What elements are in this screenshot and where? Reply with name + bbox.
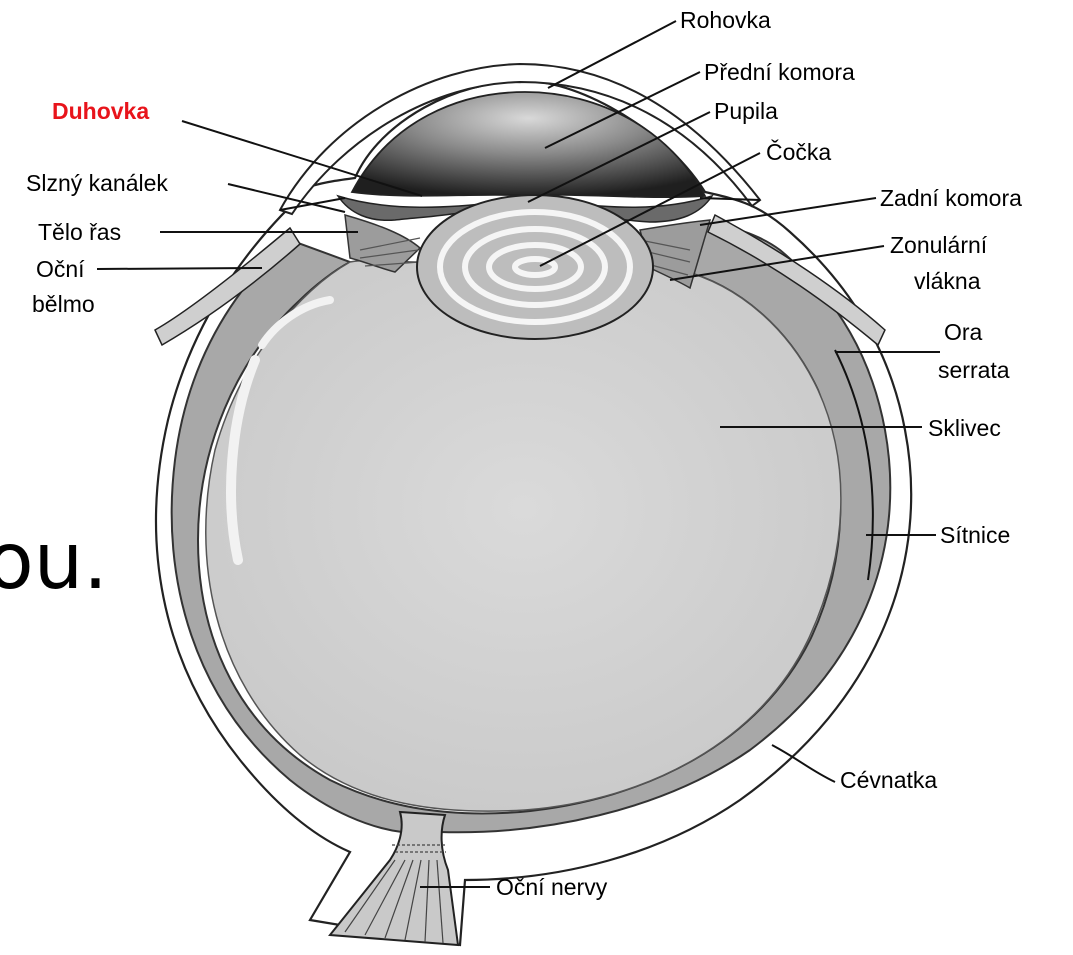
label-cevnatka: Cévnatka [840,767,937,793]
label-telo-ras: Tělo řas [38,219,121,245]
label-ora-serrata-line2: serrata [938,357,1010,383]
label-ora-serrata-line1: Ora [944,319,983,345]
label-cocka: Čočka [766,138,831,165]
label-predni-komora: Přední komora [704,59,855,85]
label-rohovka: Rohovka [680,7,771,33]
label-zonularni-line1: Zonulární [890,232,988,258]
label-slzny-kanalek: Slzný kanálek [26,170,168,196]
label-zonularni-line2: vlákna [914,268,981,294]
label-pupila: Pupila [714,98,778,124]
label-ocni-belmo-line2: bělmo [32,291,95,317]
label-sitnice: Sítnice [940,522,1010,548]
label-zadni-komora: Zadní komora [880,185,1022,211]
label-duhovka: Duhovka [52,98,149,124]
lens [417,195,653,339]
slide-text-fragment: ou. [0,517,108,607]
label-ocni-belmo-line1: Oční [36,256,85,282]
label-sklivec: Sklivec [928,415,1001,441]
label-ocni-nervy: Oční nervy [496,874,608,900]
